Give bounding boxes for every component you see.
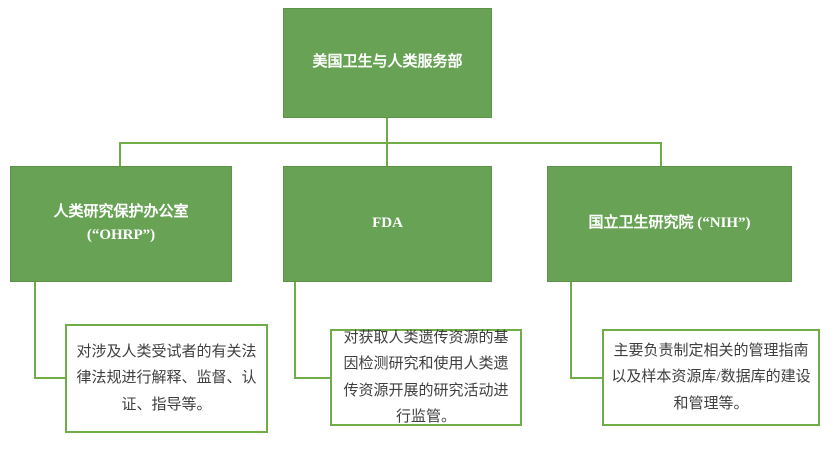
connector-drop-nih [660,143,662,166]
connector-elbow-vertical-ohrp [34,282,36,378]
desc-text-ohrp: 对涉及人类受试者的有关法律法规进行解释、监督、认证、指导等。 [76,344,257,413]
org-node-nih: 国立卫生研究院 (“NIH”) [547,166,792,282]
desc-box-nih: 主要负责制定相关的管理指南以及样本资源库/数据库的建设和管理等。 [602,329,820,426]
desc-box-fda: 对获取人类遗传资源的基因检测研究和使用人类遗传资源开展的研究活动进行监管。 [330,329,522,426]
org-node-hhs-label: 美国卫生与人类服务部 [312,54,463,71]
org-node-fda-label: FDA [372,215,403,232]
org-node-ohrp-label-line2: (“OHRP”) [86,227,156,243]
connector-elbow-horizontal-ohrp [34,377,65,379]
connector-root-down [386,118,388,143]
org-node-nih-label: 国立卫生研究院 (“NIH”) [588,215,751,232]
desc-text-fda: 对获取人类遗传资源的基因检测研究和使用人类遗传资源开展的研究活动进行监管。 [343,330,509,425]
org-node-ohrp-label-line1: 人类研究保护办公室 [53,203,189,220]
connector-drop-fda [386,143,388,166]
connector-elbow-vertical-nih [570,282,572,378]
org-node-fda: FDA [283,166,492,282]
connector-drop-ohrp [119,143,121,166]
org-node-hhs: 美国卫生与人类服务部 [283,8,492,118]
org-node-ohrp: 人类研究保护办公室 (“OHRP”) [10,166,232,282]
connector-elbow-vertical-fda [294,282,296,378]
connector-elbow-horizontal-nih [570,377,603,379]
connector-elbow-horizontal-fda [294,377,330,379]
desc-box-ohrp: 对涉及人类受试者的有关法律法规进行解释、监督、认证、指导等。 [65,324,268,433]
desc-text-nih: 主要负责制定相关的管理指南以及样本资源库/数据库的建设和管理等。 [611,343,811,412]
connector-horizontal-bar [119,142,662,144]
